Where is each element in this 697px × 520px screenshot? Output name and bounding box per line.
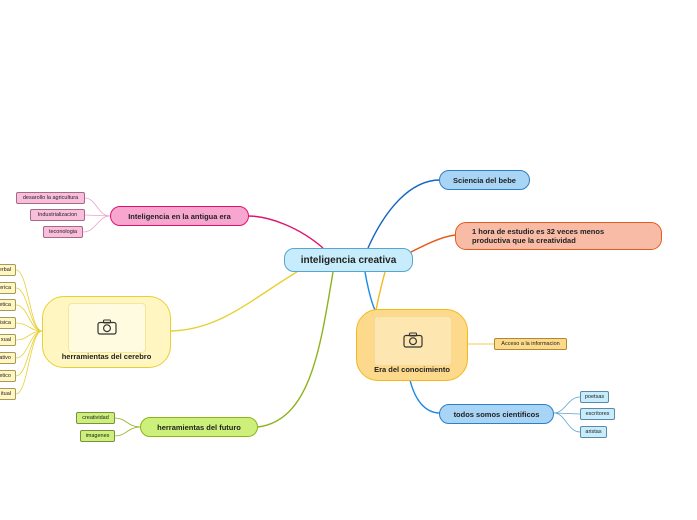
link-center-cerebro xyxy=(169,269,301,332)
link-fut-1 xyxy=(114,417,141,428)
subtopic-cerebro-7[interactable]: etico xyxy=(0,370,16,382)
link-center-futuro xyxy=(257,271,334,428)
link-center-ciencia xyxy=(367,179,441,249)
link-ant-3 xyxy=(82,215,111,233)
link-ant-1 xyxy=(84,197,111,217)
link-cient-poetsas xyxy=(553,396,581,414)
subtopic-teconologia[interactable]: teconologia xyxy=(43,226,83,238)
central-topic[interactable]: inteligencia creativa xyxy=(284,248,413,272)
link-cer-3 xyxy=(15,304,43,332)
topic-antigua-era[interactable]: Inteligencia en la antigua era xyxy=(110,206,249,226)
link-cient-escritores xyxy=(553,412,581,415)
subtopic-industrializacion[interactable]: Industrializacion xyxy=(30,209,85,221)
topic-cientificos[interactable]: todos somos cientificos xyxy=(439,404,554,424)
topic-estudio[interactable]: 1 hora de estudio es 32 veces menos prod… xyxy=(455,222,662,250)
subtopic-cerebro-5[interactable]: xual xyxy=(0,334,16,346)
topic-herramientas-cerebro[interactable]: herramientas del cerebro xyxy=(42,296,171,368)
link-era-cientificos xyxy=(409,379,441,414)
topic-herramientas-futuro[interactable]: herramientas del futuro xyxy=(140,417,258,437)
subtopic-cerebro-6[interactable]: ativo xyxy=(0,352,16,364)
subtopic-cerebro-4[interactable]: isica xyxy=(0,317,16,329)
topic-ciencia-bebe[interactable]: Sciencia del bebe xyxy=(439,170,530,190)
link-cer-7 xyxy=(15,330,43,377)
link-fut-2 xyxy=(114,426,141,437)
subtopic-acceso[interactable]: Acceso a la informacion xyxy=(494,338,567,350)
link-center-estudio xyxy=(404,234,456,256)
link-ant-2 xyxy=(84,214,111,217)
subtopic-poetsas[interactable]: poetsas xyxy=(580,391,609,403)
subtopic-cerebro-2[interactable]: erica xyxy=(0,282,16,294)
subtopic-cerebro-1[interactable]: erbal xyxy=(0,264,16,276)
subtopic-cerebro-8[interactable]: itual xyxy=(0,388,16,400)
topic-label: Era del conocimiento xyxy=(374,365,450,374)
link-cer-2 xyxy=(15,287,43,332)
link-cer-1 xyxy=(15,269,43,332)
subtopic-agricultura[interactable]: desarollo la agricultura xyxy=(16,192,85,204)
link-cient-aristas xyxy=(553,412,581,433)
subtopic-aristas[interactable]: aristas xyxy=(580,426,607,438)
link-center-era xyxy=(375,271,386,311)
link-cer-8 xyxy=(15,330,43,395)
link-center-antigua xyxy=(247,215,324,249)
subtopic-cerebro-3[interactable]: etica xyxy=(0,299,16,311)
topic-era-conocimiento[interactable]: Era del conocimiento xyxy=(356,309,468,381)
subtopic-imagenes[interactable]: imagenes xyxy=(80,430,115,442)
subtopic-escritores[interactable]: escritores xyxy=(580,408,615,420)
camera-icon xyxy=(403,332,423,350)
image-placeholder xyxy=(374,316,452,366)
topic-label: herramientas del cerebro xyxy=(61,352,152,361)
image-placeholder xyxy=(68,303,146,353)
subtopic-creatividad[interactable]: creatividad xyxy=(76,412,115,424)
camera-icon xyxy=(97,319,117,337)
link-cer-4 xyxy=(15,322,43,332)
